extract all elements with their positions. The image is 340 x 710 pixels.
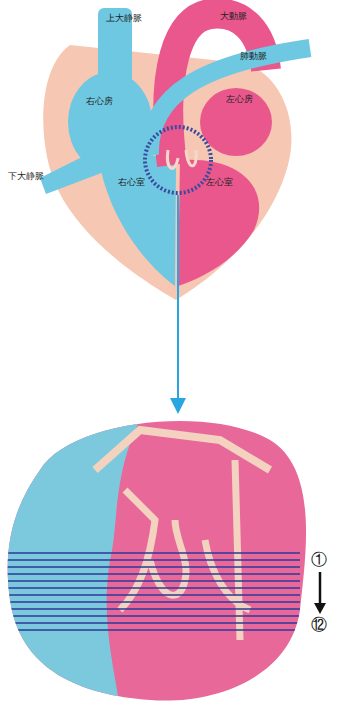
callout-number: ⑫ [311, 617, 327, 633]
part-label: 右心室 [118, 178, 145, 187]
part-label: 左心室 [206, 178, 233, 187]
part-label: 右心房 [86, 97, 113, 106]
part-label: 左心房 [226, 95, 253, 104]
part-label: 上大静脈 [106, 14, 142, 23]
callout-number: ① [311, 552, 327, 568]
part-label: 肺動脈 [240, 52, 267, 61]
part-label: 下大静脈 [8, 172, 44, 181]
part-label: 大動脈 [220, 12, 247, 21]
